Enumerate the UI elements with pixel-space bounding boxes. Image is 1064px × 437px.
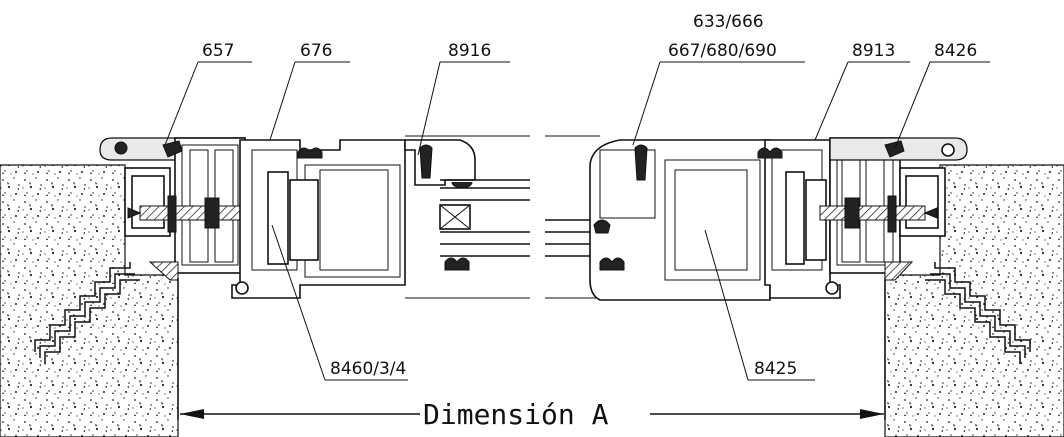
label-657: 657 [202, 41, 234, 61]
label-633-666: 633/666 [693, 12, 764, 32]
left-sash-profile [231, 139, 476, 299]
right-frame-profile [757, 137, 968, 420]
dimension-label: Dimensión A [423, 398, 609, 431]
part-labels: 657 676 8916 633/666 667/680/690 8913 84… [202, 12, 977, 379]
leader-lines [164, 61, 990, 381]
right-sash-profile [589, 139, 771, 301]
label-667-680-690: 667/680/690 [668, 41, 777, 61]
label-8913: 8913 [852, 41, 895, 61]
label-8425: 8425 [754, 359, 797, 379]
label-8460: 8460/3/4 [330, 359, 406, 379]
glazing-left [405, 135, 530, 299]
label-8916: 8916 [448, 41, 491, 61]
label-676: 676 [300, 41, 332, 61]
left-frame-profile [99, 137, 251, 420]
dimension-line: Dimensión A [180, 398, 884, 431]
label-8426: 8426 [934, 41, 977, 61]
